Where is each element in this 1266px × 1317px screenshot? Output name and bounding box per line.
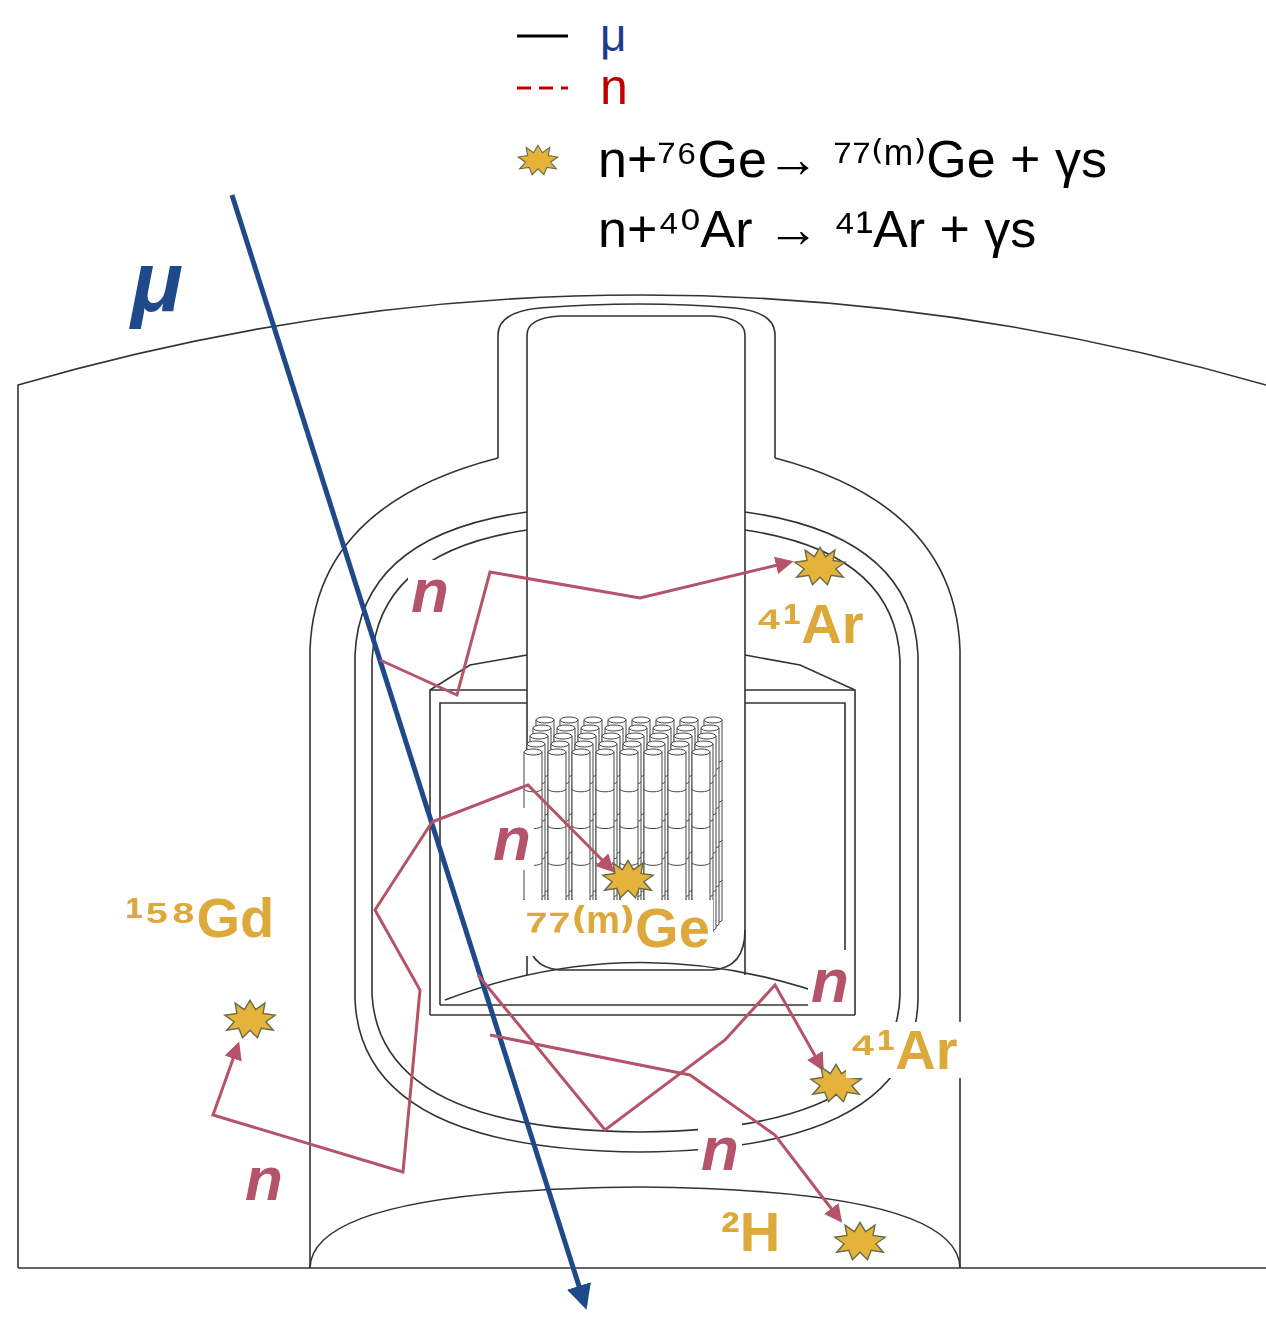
isotope-label: ⁴¹Ar [846, 1022, 961, 1078]
isotope-label: ²H [718, 1204, 783, 1260]
neutron-label: n [242, 1148, 286, 1210]
detector-outline [18, 295, 1266, 1268]
muon-track [232, 195, 585, 1305]
neutron-label: n [698, 1118, 742, 1180]
legend-text: μ [600, 12, 627, 58]
legend-text: n+⁴⁰Ar → ⁴¹Ar + γs [598, 203, 1036, 255]
isotope-label: ⁷⁷⁽ᵐ⁾Ge [522, 900, 713, 956]
neutron-paths [213, 562, 840, 1220]
capture-stars [225, 547, 885, 1259]
neutron-label: n [408, 560, 452, 622]
muon-label: μ [128, 238, 186, 324]
neutron-label: n [490, 808, 534, 870]
isotope-label: ¹⁵⁸Gd [122, 890, 277, 946]
legend-text: n+⁷⁶Ge→ ⁷⁷⁽ᵐ⁾Ge + γs [598, 133, 1107, 185]
neutron-label: n [808, 950, 852, 1012]
isotope-label: ⁴¹Ar [752, 596, 867, 652]
legend-samples [517, 36, 568, 175]
legend-text: n [600, 62, 628, 112]
